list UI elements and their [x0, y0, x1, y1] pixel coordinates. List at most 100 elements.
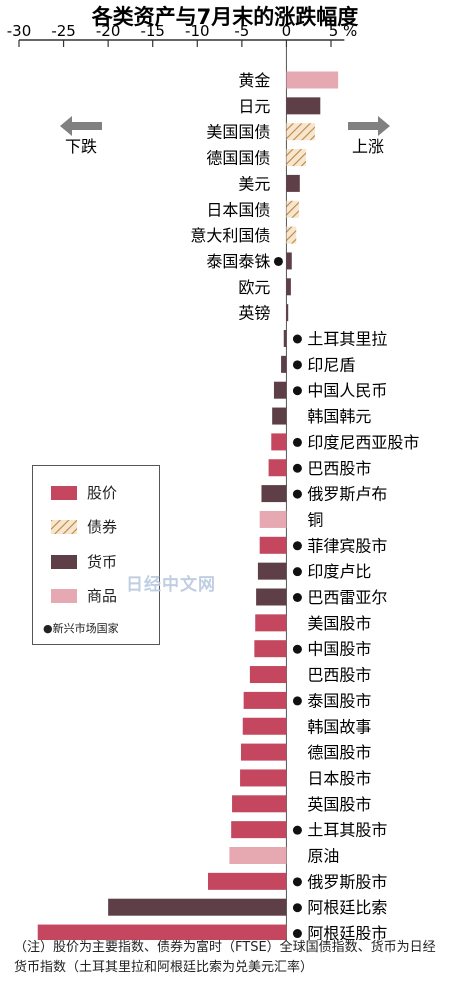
x-tick-label: -25 [51, 22, 76, 40]
watermark-logo: 日经中文网 [126, 575, 216, 595]
category-label: 英国股市 [307, 795, 371, 814]
emerging-dot-icon [292, 929, 302, 939]
down-label: 下跌 [65, 137, 97, 156]
category-label: 德国国债 [206, 149, 270, 168]
bar-bond [286, 226, 297, 244]
category-label: 英镑 [238, 304, 270, 323]
bar-stock [240, 743, 287, 761]
emerging-dot-icon [292, 386, 302, 396]
category-label: 巴西股市 [307, 459, 371, 478]
bar-commodity [259, 510, 287, 528]
category-label: 巴西雷亚尔 [307, 588, 387, 607]
category-label: 欧元 [238, 278, 270, 297]
bar-stock [254, 640, 287, 658]
bar-stock [249, 666, 287, 684]
legend-swatch-commodity [51, 588, 77, 603]
legend-swatch-currency [51, 554, 77, 569]
category-label: 美元 [238, 174, 270, 193]
right-arrow-icon [348, 116, 390, 136]
emerging-dot-icon [292, 593, 302, 602]
emerging-dot-icon [292, 903, 302, 913]
bar-bond [286, 149, 307, 167]
legend-label-commodity: 商品 [87, 587, 118, 605]
emerging-dot-icon [292, 463, 302, 473]
bar-currency [256, 588, 287, 606]
category-label: 原油 [307, 847, 339, 866]
bar-stock [271, 433, 287, 451]
legend-note-emerging: ●新兴市场国家 [43, 622, 119, 635]
category-label: 中国股市 [307, 640, 371, 659]
bar-stock [243, 691, 287, 709]
category-label: 韩国韩元 [307, 407, 371, 426]
category-label: 美国国债 [206, 123, 270, 142]
emerging-dot-icon [292, 877, 302, 887]
bar-currency [257, 562, 287, 580]
category-labels: 黄金日元美国国债德国国债美元日本国债意大利国债泰国泰铢欧元英镑土耳其里拉印尼盾中… [190, 71, 419, 940]
bar-stock [259, 536, 287, 554]
category-label: 巴西股市 [307, 666, 371, 685]
category-label: 黄金 [238, 71, 270, 90]
bar-stock [231, 821, 287, 839]
emerging-dot-icon [292, 567, 302, 577]
category-label: 土耳其股市 [307, 821, 387, 840]
bar-stock [242, 717, 287, 735]
bars-group [37, 71, 339, 940]
x-tick-label: -10 [185, 22, 210, 40]
x-tick-label: -30 [7, 22, 32, 40]
category-label: 印尼盾 [307, 355, 355, 374]
x-tick-label: -15 [140, 22, 165, 40]
category-label: 泰国股市 [307, 691, 371, 710]
bar-currency [283, 330, 287, 347]
legend-label-stock: 股价 [87, 484, 118, 502]
emerging-dot-icon [292, 644, 302, 654]
emerging-dot-icon [292, 489, 302, 499]
category-label: 中国人民币 [307, 381, 387, 400]
category-label: 俄罗斯股市 [307, 872, 387, 891]
category-label: 土耳其里拉 [307, 330, 387, 349]
legend-item-stock: 股价 [51, 482, 117, 503]
bar-bond [286, 123, 315, 141]
bar-currency [286, 278, 291, 296]
category-label: 印度尼西亚股市 [307, 433, 419, 452]
bar-commodity [286, 71, 339, 89]
legend-item-currency: 货币 [51, 551, 117, 572]
up-label: 上涨 [352, 137, 384, 156]
emerging-dot-icon [292, 825, 302, 835]
category-label: 菲律宾股市 [307, 536, 387, 555]
direction-arrows: 下跌 上涨 [60, 116, 390, 156]
x-tick-label: -20 [96, 22, 121, 40]
bar-stock [240, 769, 287, 787]
bar-currency [286, 97, 321, 115]
category-label: 日元 [238, 97, 270, 116]
bar-currency [281, 355, 287, 373]
category-label: 日本国债 [206, 200, 270, 219]
category-label: 印度卢比 [307, 562, 371, 581]
category-label: 泰国泰铢 [206, 252, 270, 271]
category-label: 阿根廷比索 [307, 898, 387, 917]
category-label: 俄罗斯卢布 [307, 485, 387, 504]
legend-item-bond: 债券 [51, 516, 117, 537]
bar-stock [207, 872, 287, 890]
emerging-dot-icon [292, 360, 302, 370]
bar-stock [232, 795, 287, 813]
category-label: 意大利国债 [190, 226, 270, 245]
category-label: 日本股市 [307, 769, 371, 788]
x-tick-label: 5 % [329, 22, 358, 40]
bar-currency [286, 174, 300, 192]
legend-label-bond: 债券 [87, 518, 118, 536]
legend: 股价 债券 货币 商品 ●新兴市场国家 [32, 465, 160, 645]
x-tick-label: 0 [282, 22, 292, 40]
emerging-dot-icon [273, 256, 283, 266]
x-tick-label: -5 [234, 22, 249, 40]
emerging-dot-icon [292, 437, 302, 447]
category-label: 阿根廷股市 [307, 924, 387, 940]
bar-bond [286, 200, 299, 218]
footnote: （注）股价为主要指数、债券为富时（FTSE）全球国债指数、货币为日经货币指数（土… [14, 940, 436, 975]
legend-swatch-stock [51, 485, 77, 500]
category-label: 韩国故事 [307, 717, 371, 736]
left-arrow-icon [60, 116, 102, 136]
bar-currency [286, 304, 289, 322]
bar-currency [286, 252, 292, 270]
category-label: 德国股市 [307, 743, 371, 762]
